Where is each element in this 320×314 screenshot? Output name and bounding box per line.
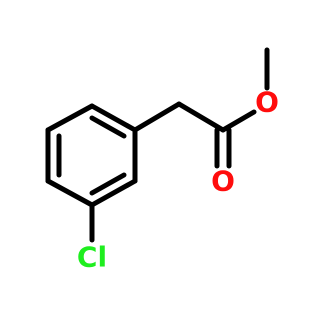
methylene-to-carbonyl-bond bbox=[176, 101, 226, 133]
ring-inner-bond-2 bbox=[89, 172, 127, 196]
ring-bond-1 bbox=[89, 103, 138, 133]
chlorine-label: Cl bbox=[77, 241, 107, 274]
ring-bond-4 bbox=[45, 178, 95, 208]
ring-bond-6 bbox=[45, 103, 95, 133]
ring-to-methylene-bond bbox=[132, 101, 182, 133]
ring-inner-bond-1 bbox=[89, 115, 127, 139]
carbonyl-to-ether-oxygen-bond bbox=[220, 109, 257, 133]
carbonyl-oxygen-label: O bbox=[211, 165, 235, 198]
ring-bond-3 bbox=[89, 178, 138, 208]
ether-oxygen-label: O bbox=[255, 86, 279, 119]
